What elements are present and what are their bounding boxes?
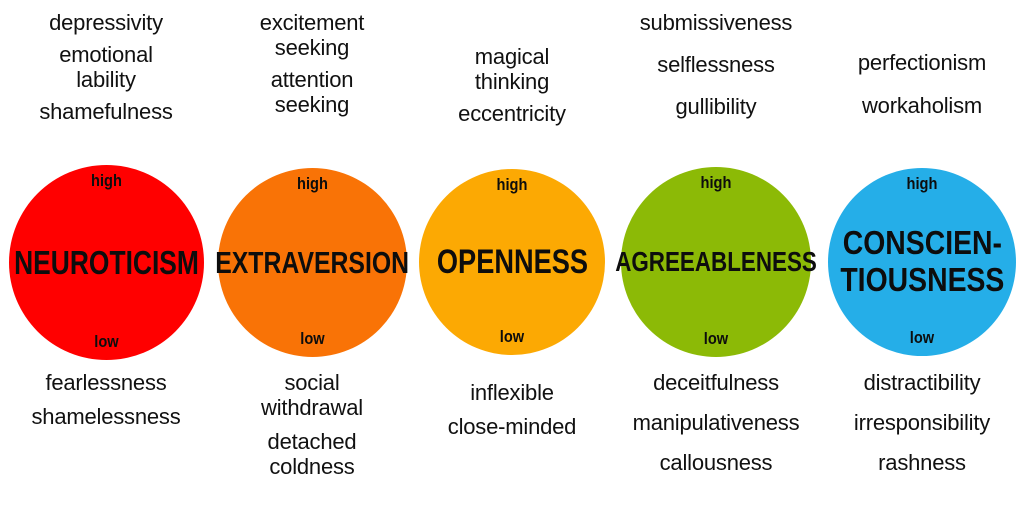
- circle-wrap-openness: high OPENNESS low: [419, 168, 605, 356]
- high-facets-openness: magical thinking eccentricity: [412, 0, 612, 168]
- circle-wrap-conscientiousness: high CONSCIEN- TIOUSNESS low: [828, 168, 1016, 356]
- trait-circle-neuroticism[interactable]: high NEUROTICISM low: [8, 164, 204, 360]
- facet-item: workaholism: [861, 93, 983, 119]
- pole-low-label: low: [499, 327, 525, 346]
- trait-name-label: NEUROTICISM: [13, 243, 199, 281]
- facet-item: gullibility: [675, 94, 757, 120]
- facet-item: shamelessness: [31, 404, 181, 430]
- pole-low-label: low: [703, 329, 729, 348]
- pole-high-label: high: [700, 173, 732, 192]
- high-facets-conscientiousness: perfectionism workaholism: [820, 0, 1024, 168]
- facet-item: magical thinking: [474, 44, 550, 95]
- facet-item: fearlessness: [45, 370, 167, 395]
- trait-column-agreeableness: submissiveness selflessness gullibility …: [612, 0, 820, 512]
- high-facets-neuroticism: depressivity emotional lability shameful…: [0, 0, 212, 168]
- facet-item: manipulativeness: [632, 410, 800, 436]
- trait-column-neuroticism: depressivity emotional lability shameful…: [0, 0, 212, 512]
- facet-item: perfectionism: [857, 50, 987, 75]
- low-facets-openness: inflexible close-minded: [412, 356, 612, 512]
- facet-item: submissiveness: [639, 10, 793, 35]
- facet-item: irresponsibility: [853, 410, 991, 436]
- trait-circle-agreeableness[interactable]: high AGREEABLENESS low: [615, 167, 817, 357]
- facet-item: inflexible: [470, 380, 554, 405]
- low-facets-neuroticism: fearlessness shamelessness: [0, 356, 212, 512]
- trait-column-extraversion: excitement seeking attention seeking hig…: [212, 0, 412, 512]
- facet-item: attention seeking: [270, 67, 354, 118]
- trait-circle-openness[interactable]: high OPENNESS low: [419, 169, 605, 355]
- pole-high-label: high: [90, 170, 122, 190]
- low-facets-extraversion: social withdrawal detached coldness: [212, 356, 412, 512]
- facet-item: emotional lability: [59, 42, 153, 93]
- pole-high-label: high: [906, 174, 938, 193]
- trait-column-openness: magical thinking eccentricity high OPENN…: [412, 0, 612, 512]
- pole-low-label: low: [299, 328, 325, 348]
- trait-circle-conscientiousness[interactable]: high CONSCIEN- TIOUSNESS low: [828, 168, 1016, 356]
- pole-high-label: high: [496, 175, 528, 194]
- high-facets-extraversion: excitement seeking attention seeking: [212, 0, 412, 168]
- low-facets-conscientiousness: distractibility irresponsibility rashnes…: [820, 356, 1024, 512]
- facet-item: deceitfulness: [653, 370, 779, 395]
- pole-low-label: low: [93, 331, 119, 351]
- high-facets-agreeableness: submissiveness selflessness gullibility: [612, 0, 820, 168]
- circle-wrap-neuroticism: high NEUROTICISM low: [8, 164, 204, 360]
- low-facets-agreeableness: deceitfulness manipulativeness callousne…: [612, 356, 820, 512]
- trait-name-label: AGREEABLENESS: [615, 246, 817, 277]
- pole-low-label: low: [909, 328, 935, 347]
- facet-item: eccentricity: [458, 101, 566, 127]
- facet-item: excitement seeking: [259, 10, 365, 61]
- trait-name-label: CONSCIEN- TIOUSNESS: [840, 224, 1005, 298]
- pole-high-label: high: [296, 173, 328, 193]
- trait-circle-extraversion[interactable]: high EXTRAVERSION low: [215, 167, 409, 357]
- facet-item: detached coldness: [267, 429, 357, 480]
- facet-item: social withdrawal: [261, 370, 363, 421]
- facet-item: distractibility: [863, 370, 981, 395]
- trait-column-conscientiousness: perfectionism workaholism high CONSCIEN-…: [820, 0, 1024, 512]
- trait-name-label: OPENNESS: [436, 243, 588, 281]
- circle-wrap-agreeableness: high AGREEABLENESS low: [615, 167, 817, 357]
- circle-wrap-extraversion: high EXTRAVERSION low: [215, 167, 409, 357]
- facet-item: depressivity: [49, 10, 163, 35]
- facet-item: selflessness: [657, 52, 775, 78]
- facet-item: shamefulness: [39, 99, 173, 125]
- facet-item: rashness: [878, 450, 966, 476]
- facet-item: callousness: [659, 450, 773, 476]
- facet-item: close-minded: [447, 414, 577, 440]
- trait-name-label: EXTRAVERSION: [215, 244, 409, 280]
